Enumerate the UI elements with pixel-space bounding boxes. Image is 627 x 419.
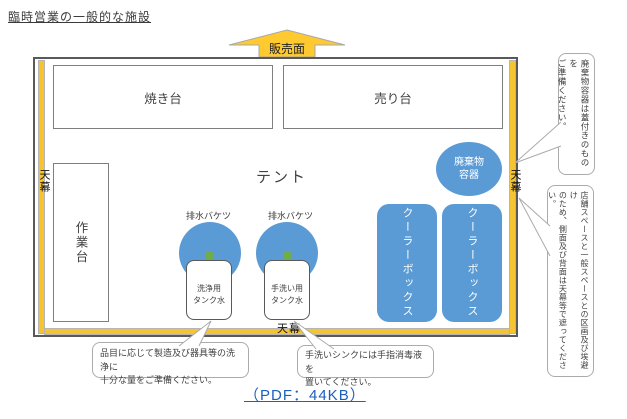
waste-container-label-line1: 廃棄物	[454, 157, 484, 168]
callout-waste-lid-col2: ご準備ください。	[557, 59, 568, 131]
drain-bucket-1-label: 排水バケツ	[186, 211, 232, 221]
work-table-label: 作業台	[73, 220, 88, 265]
washing-tank-label-line1: 洗浄用	[197, 284, 221, 293]
handwash-tank-box: 手洗い用 タンク水	[264, 260, 310, 320]
page-title: 臨時営業の一般的な施設	[8, 10, 152, 24]
callout-hand-sanitizer: 手洗いシンクには手指消毒液を 置いてください。	[297, 345, 434, 387]
callout-waste-lid: 廃棄物容器は蓋付きのものを ご準備ください。	[557, 53, 595, 175]
curtain-strip-bottom	[44, 328, 510, 335]
callout-partition: 店舗スペースと一般スペースとの区画及び埃避け のため、側面及び背面は天幕等で遮っ…	[547, 185, 594, 377]
drain-point-icon	[283, 251, 292, 260]
callout-waste-lid-col1: 廃棄物容器は蓋付きのものを	[568, 59, 590, 167]
washing-tank-box: 洗浄用 タンク水	[186, 260, 232, 320]
sales-stand-box: 売り台	[283, 65, 503, 129]
drain-bucket-2-label: 排水バケツ	[268, 211, 314, 221]
callout-washing-line1: 品目に応じて製造及び器具等の洗浄に	[100, 348, 236, 372]
cooler-box-2-label: クーラーボックス	[466, 207, 478, 319]
sales-side-label: 販売面	[268, 42, 305, 56]
callout-washing-line2: 十分な量をご準備ください。	[100, 375, 218, 385]
waste-container-ellipse: 廃棄物 容器	[436, 142, 502, 196]
tent-label: テント	[256, 169, 308, 186]
handwash-tank-label-line1: 手洗い用	[271, 284, 303, 293]
handwash-tank-label-line2: タンク水	[271, 296, 303, 305]
cooler-box-1-label: クーラーボックス	[401, 207, 413, 319]
grill-stand-box: 焼き台	[53, 65, 273, 129]
drain-point-icon	[205, 251, 214, 260]
cooler-box-2: クーラーボックス	[442, 204, 502, 322]
callout-sanitizer-line1: 手洗いシンクには手指消毒液を	[305, 350, 423, 374]
callout-washing-water: 品目に応じて製造及び器具等の洗浄に 十分な量をご準備ください。	[92, 342, 249, 385]
curtain-strip-right	[509, 60, 516, 334]
cooler-box-1: クーラーボックス	[377, 204, 437, 322]
callout-partition-col1: 店舗スペースと一般スペースとの区画及び埃避け	[569, 191, 589, 370]
callout-sanitizer-line2: 置いてください。	[305, 377, 377, 387]
curtain-label-bottom: 天幕	[277, 323, 301, 335]
curtain-label-right: 天幕	[509, 169, 521, 193]
pdf-download-link[interactable]: （PDF：44KB）	[244, 387, 366, 404]
sales-stand-label: 売り台	[374, 91, 412, 106]
washing-tank-label-line2: タンク水	[193, 296, 225, 305]
waste-container-label-line2: 容器	[459, 170, 479, 181]
grill-stand-label: 焼き台	[144, 91, 182, 106]
callout-partition-col2: のため、側面及び背面は天幕等で遮ってください。	[547, 191, 568, 370]
curtain-strip-left	[38, 60, 45, 334]
curtain-label-left: 天幕	[38, 169, 50, 193]
work-table-box: 作業台	[53, 163, 109, 322]
